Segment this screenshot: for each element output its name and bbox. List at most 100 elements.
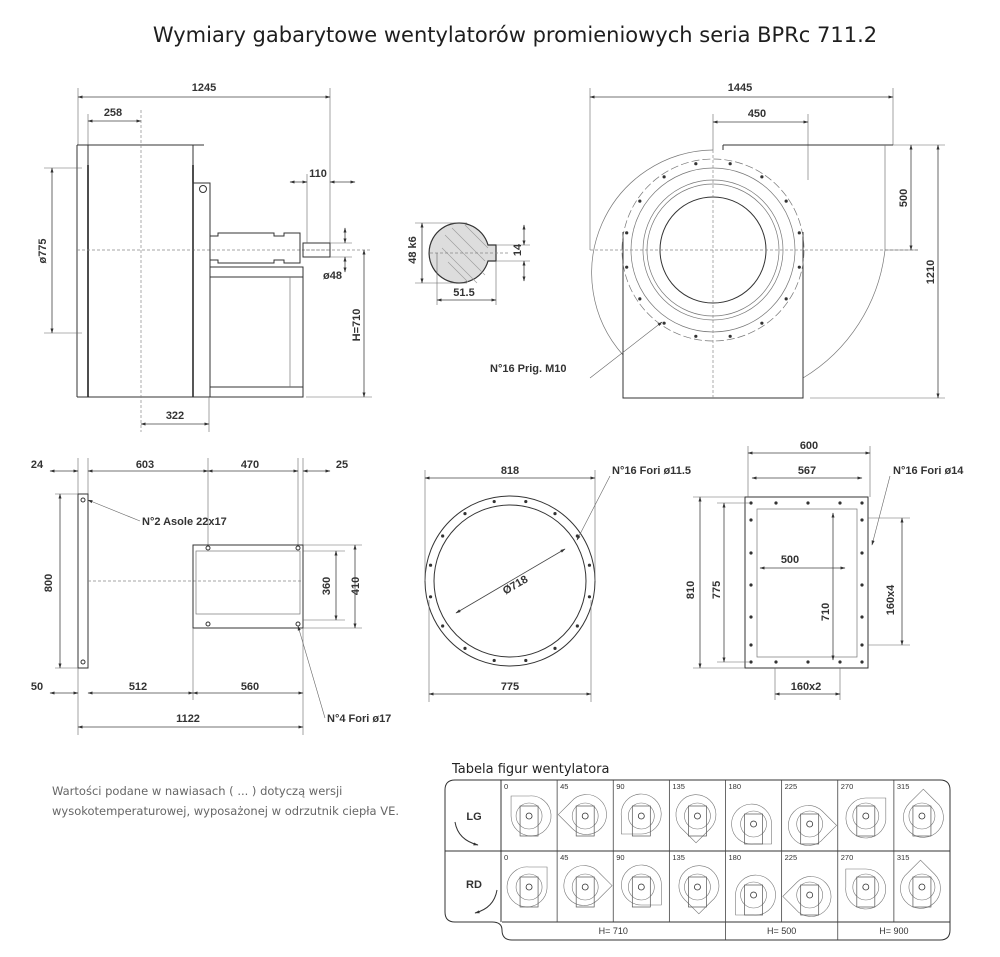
bolt-hole [749,551,753,555]
bolt-hole [797,231,801,235]
side-view: 1245 258 ø775 110 ø48 H=710 322 [37,82,372,432]
dim-50: 50 [31,681,43,693]
fan-figure-rd-225 [782,876,832,917]
dim-diameter-775: ø775 [37,238,49,263]
label-holes-17: N°4 Fori ø17 [327,713,391,725]
bolt-hole [694,162,698,166]
label-holes-14: N°16 Fori ø14 [893,465,964,477]
bolt-hole [760,175,764,179]
dim-710-inner: 710 [820,603,832,621]
angle-label: 45 [560,853,568,862]
dim-775: 775 [501,681,519,693]
fan-figure-rd-135 [678,865,720,915]
dim-258: 258 [104,107,122,119]
bolt-hole [860,518,864,522]
dim-51-5: 51.5 [453,287,474,299]
height-group-label: H= 710 [599,926,628,936]
fan-figure-rd-0 [506,866,548,908]
bolt-hole [797,265,801,269]
dim-567: 567 [798,465,816,477]
bolt-hole [728,162,732,166]
bolt-hole [860,615,864,619]
bolt-hole [524,658,528,663]
bolt-hole [860,643,864,647]
dim-14: 14 [512,243,524,256]
fan-figure-lg-315 [903,788,944,838]
angle-label: 270 [841,853,854,862]
bolt-hole [749,583,753,587]
row-label-lg: LG [466,811,481,823]
angle-label: 225 [785,853,798,862]
angle-label: 315 [897,853,910,862]
figure-table: Tabela figur wentylatora LG RD 004545909… [444,762,951,941]
angle-label: 180 [729,853,742,862]
bolt-hole [428,595,433,599]
bolt-hole [860,501,864,505]
outlet-side-view: 24 603 470 25 800 360 410 N°2 Asole 22x1… [31,458,391,735]
bolt-hole [662,175,666,179]
bolt-hole [575,624,579,628]
height-group-label: H= 900 [879,926,908,936]
bolt-hole [625,231,629,235]
bolt-hole [860,551,864,555]
label-bolt-holes-m10: N°16 Prig. M10 [490,363,567,375]
bolt-hole [524,499,528,504]
angle-label: 135 [672,782,685,791]
dim-410: 410 [350,577,362,595]
dim-322: 322 [166,410,184,422]
fan-figure-lg-270 [845,797,887,839]
dim-24: 24 [31,459,44,471]
bolt-hole [838,660,842,664]
bolt-hole [806,501,810,505]
bolt-hole [860,660,864,664]
angle-label: 225 [785,782,798,791]
bolt-hole [553,646,557,650]
bolt-hole [441,624,445,628]
page-title: Wymiary gabarytowe wentylatorów promieni… [153,23,877,47]
bolt-hole [587,563,592,567]
bolt-hole [838,501,842,505]
bolt-hole [463,646,467,650]
fan-figure-rd-270 [845,868,886,910]
dim-h710: H=710 [351,309,363,342]
dim-1445: 1445 [728,82,752,94]
dim-1210: 1210 [925,260,937,284]
bolt-hole [492,658,496,663]
rotation-cw-arrow-icon [474,889,498,914]
bolt-hole [749,501,753,505]
bolt-hole [749,660,753,664]
height-group-label: H= 500 [767,926,796,936]
bolt-hole [806,660,810,664]
bolt-hole [774,660,778,664]
bolt-hole [492,499,496,504]
dim-470: 470 [241,459,259,471]
outlet-flange-view: 600 567 N°16 Fori ø14 500 710 810 775 16… [685,440,964,700]
bolt-hole [587,595,592,599]
bolt-hole [638,297,642,301]
bolt-hole [760,321,764,325]
dim-450: 450 [748,108,766,120]
bolt-hole [625,265,629,269]
fan-figure-lg-0 [510,795,552,837]
bolt-hole [749,518,753,522]
angle-label: 270 [841,782,854,791]
dim-1245: 1245 [192,82,216,94]
dim-800: 800 [43,574,55,592]
bolt-hole [463,512,467,516]
note-line-1: Wartości podane w nawiasach ( ... ) doty… [52,784,342,798]
dim-360: 360 [321,577,333,595]
dim-810: 810 [685,581,697,599]
fan-figure-lg-225 [788,805,837,846]
bolt-hole [774,501,778,505]
angle-label: 135 [672,853,685,862]
fan-figure-rd-180 [735,874,776,916]
dim-560: 560 [241,681,259,693]
dim-500: 500 [898,189,910,207]
bolt-hole [860,583,864,587]
dim-500-inner: 500 [781,554,799,566]
fan-figure-lg-90 [620,793,662,837]
bolt-hole [784,297,788,301]
note-line-2: wysokotemperaturowej, wyposażonej w odrz… [52,804,399,818]
dim-160x4: 160x4 [885,584,897,615]
